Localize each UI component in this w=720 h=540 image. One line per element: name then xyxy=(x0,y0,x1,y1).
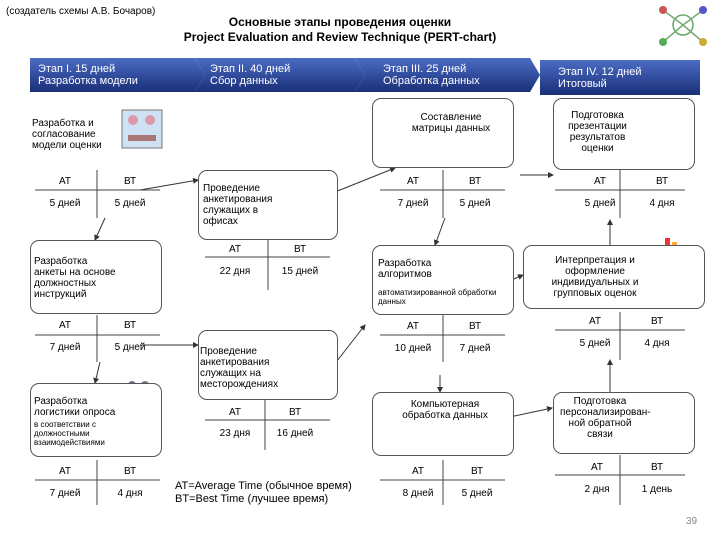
task-3-at-header: АТ xyxy=(59,466,71,477)
task-6-bt-header: ВТ xyxy=(468,176,482,187)
stage-3-subtitle: Обработка данных xyxy=(383,75,480,87)
task-7-box xyxy=(372,245,514,315)
task-8-bt-value: 5 дней xyxy=(461,488,493,499)
task-1-at-header: АТ xyxy=(59,176,71,187)
task-7-at-header: АТ xyxy=(407,321,419,332)
task-11-at-header: АТ xyxy=(591,462,603,473)
task-1-bt-header: ВТ xyxy=(123,176,137,187)
task-4-bt-header: ВТ xyxy=(293,244,307,255)
task-2-label: Разработка анкеты на основе должностных … xyxy=(34,256,116,300)
legend-at: AT=Average Time (обычное время) xyxy=(175,480,352,492)
arrow-t2-t3 xyxy=(93,361,101,384)
arrow-t1-t2 xyxy=(94,217,106,241)
task-6-bt-value: 5 дней xyxy=(459,198,491,209)
task-9-at-header: АТ xyxy=(594,176,606,187)
task-4-bt-value: 15 дней xyxy=(281,266,319,277)
task-9-label: Подготовка презентации результатов оценк… xyxy=(568,110,627,154)
title-line-1: Основные этапы проведения оценки xyxy=(228,15,452,29)
task-11-bt-value: 1 день xyxy=(641,484,673,495)
task-5-bt-header: ВТ xyxy=(288,407,302,418)
page-number: 39 xyxy=(686,516,698,527)
task-7-label: Разработка алгоритмов xyxy=(378,258,432,280)
task-2-bt-header: ВТ xyxy=(123,320,137,331)
task-4-at-header: АТ xyxy=(229,244,241,255)
legend: AT=Average Time (обычное время) BT=Best … xyxy=(175,480,352,506)
legend-bt: BT=Best Time (лучшее время) xyxy=(175,493,329,505)
task-8-label: Компьютерная обработка данных xyxy=(402,399,488,421)
task-7-sublabel: автоматизированной обработки данных xyxy=(378,288,497,306)
stage-2-subtitle: Сбор данных xyxy=(210,75,278,87)
task-5-label: Проведение анкетирования служащих на мес… xyxy=(200,346,279,390)
task-5-box xyxy=(198,330,338,400)
task-7-bt-value: 7 дней xyxy=(459,343,491,354)
task-10-box xyxy=(523,245,705,309)
task-11-bt-header: ВТ xyxy=(650,462,664,473)
task-11-box xyxy=(553,392,695,454)
task-6-label: Составление матрицы данных xyxy=(411,112,491,134)
task-3-bt-header: ВТ xyxy=(123,466,137,477)
task-5-bt-value: 16 дней xyxy=(276,428,314,439)
title-line-2: Project Evaluation and Review Technique … xyxy=(183,30,497,44)
task-10-bt-header: ВТ xyxy=(650,316,664,327)
task-1-at-value: 5 дней xyxy=(49,198,81,209)
task-8-at-value: 8 дней xyxy=(402,488,434,499)
task-6-at-header: АТ xyxy=(407,176,419,187)
task-10-at-header: АТ xyxy=(589,316,601,327)
task-2-at-value: 7 дней xyxy=(49,342,81,353)
task-11-at-value: 2 дня xyxy=(584,484,610,495)
stage-2-title: Этап II. 40 дней xyxy=(210,63,291,75)
task-3-sublabel: в соответствии с должностными взаимодейс… xyxy=(34,420,105,447)
stage-1-title: Этап I. 15 дней xyxy=(38,63,116,75)
task-2-box xyxy=(30,240,162,314)
stage-4-subtitle: Итоговый xyxy=(558,78,607,90)
task-8-bt-header: ВТ xyxy=(470,466,484,477)
task-5-at-header: АТ xyxy=(229,407,241,418)
task-1-bt-value: 5 дней xyxy=(114,198,146,209)
meeting-icon xyxy=(121,109,163,149)
author-note: (создатель схемы А.В. Бочаров) xyxy=(6,6,156,17)
task-6-box xyxy=(372,98,514,168)
task-2-at-header: АТ xyxy=(59,320,71,331)
task-7-at-value: 10 дней xyxy=(394,343,432,354)
task-6-at-value: 7 дней xyxy=(397,198,429,209)
task-9-at-value: 5 дней xyxy=(584,198,616,209)
task-4-box xyxy=(198,170,338,240)
task-10-label: Интерпретация и оформление индивидуальны… xyxy=(551,255,639,299)
task-3-at-value: 7 дней xyxy=(49,488,81,499)
stage-arrow-1 xyxy=(30,58,205,92)
network-logo-icon xyxy=(659,6,707,46)
task-7-bt-header: ВТ xyxy=(468,321,482,332)
task-3-bt-value: 4 дня xyxy=(117,488,143,499)
task-4-at-value: 22 дня xyxy=(219,266,251,277)
task-5-at-value: 23 дня xyxy=(219,428,251,439)
task-10-at-value: 5 дней xyxy=(579,338,611,349)
task-11-label: Подготовка персонализирован-ной обратной… xyxy=(560,396,651,440)
arrow-t6-t7 xyxy=(433,217,446,246)
task-3-label: Разработка логистики опроса xyxy=(34,396,116,418)
task-2-bt-value: 5 дней xyxy=(114,342,146,353)
task-8-box xyxy=(372,392,514,456)
stage-3-title: Этап III. 25 дней xyxy=(383,63,467,75)
stage-arrow-3 xyxy=(355,58,540,92)
task-9-box xyxy=(553,98,695,170)
page-title: Основные этапы проведения оценки Project… xyxy=(150,15,530,45)
task-9-bt-value: 4 дня xyxy=(649,198,675,209)
stage-arrow-2 xyxy=(195,58,365,92)
stage-1-subtitle: Разработка модели xyxy=(38,75,138,87)
task-9-bt-header: ВТ xyxy=(655,176,669,187)
task-3-box xyxy=(30,383,162,457)
task-1-label: Разработка и согласование модели оценки xyxy=(32,118,102,151)
task-8-at-header: АТ xyxy=(412,466,424,477)
stage-4-title: Этап IV. 12 дней xyxy=(558,66,642,78)
stage-arrow-4 xyxy=(540,60,700,95)
arrow-t1-t4 xyxy=(139,177,199,191)
task-10-bt-value: 4 дня xyxy=(644,338,670,349)
task-4-label: Проведение анкетирования служащих в офис… xyxy=(203,183,273,227)
